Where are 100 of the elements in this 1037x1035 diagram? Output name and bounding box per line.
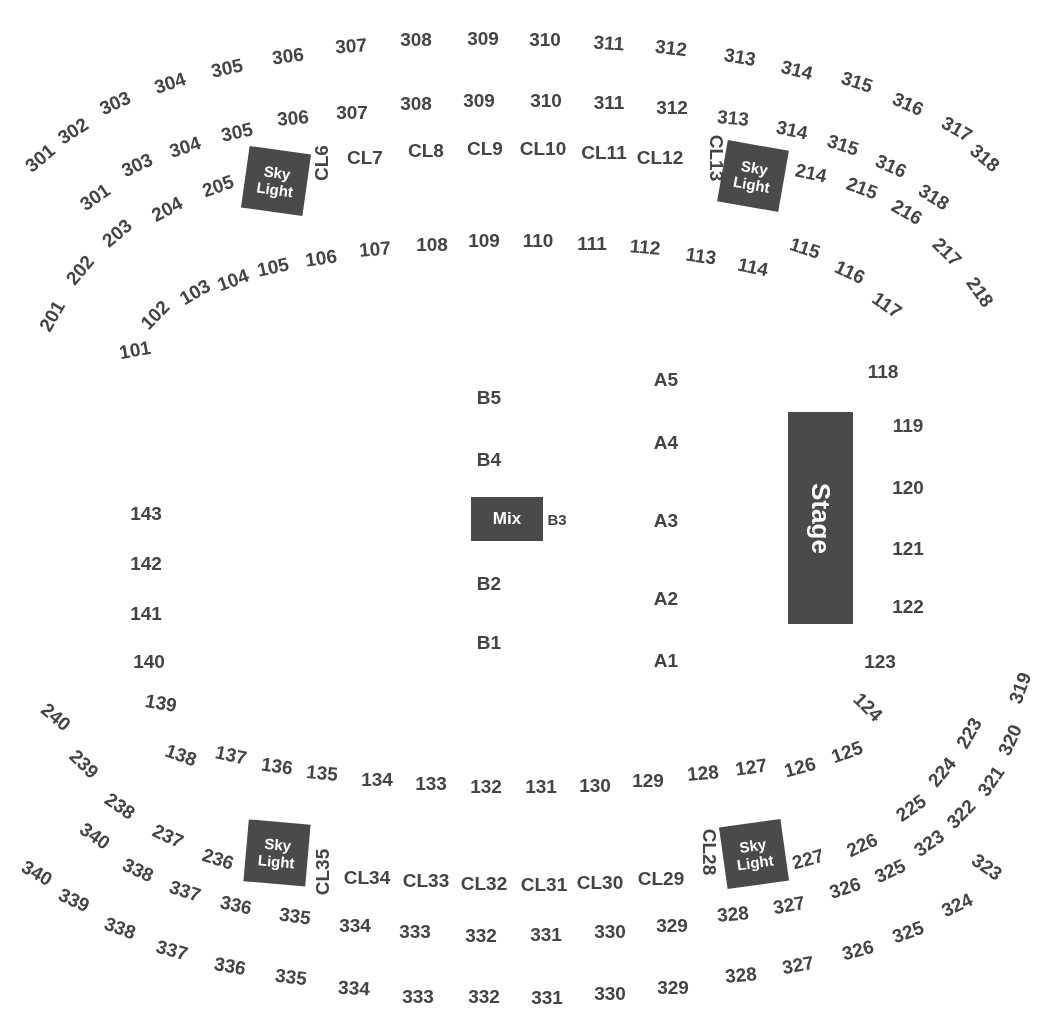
section-number: 312 <box>656 97 688 117</box>
section-number: 131 <box>525 776 557 796</box>
section-number: 115 <box>787 234 823 262</box>
section-number: 135 <box>305 762 339 784</box>
section-number: 304 <box>167 133 203 161</box>
section-number: 202 <box>62 251 98 289</box>
section-number: 104 <box>214 265 252 295</box>
section-number: 307 <box>336 102 368 122</box>
section-number: 309 <box>463 90 495 110</box>
section-number: 111 <box>577 233 607 253</box>
section-number: 326 <box>840 936 876 964</box>
section-number: 340 <box>18 856 56 890</box>
section-number: 314 <box>774 117 810 143</box>
section-number: 325 <box>889 917 927 947</box>
section-number: A5 <box>653 369 679 389</box>
section-number: 338 <box>101 913 139 943</box>
section-number: 139 <box>143 690 179 716</box>
section-number: 136 <box>260 754 294 778</box>
section-number: 301 <box>76 180 114 214</box>
section-number: 329 <box>656 915 688 935</box>
section-number: 333 <box>399 921 431 941</box>
section-number: 109 <box>468 230 500 250</box>
section-number: 114 <box>736 254 770 280</box>
section-number: 305 <box>219 119 255 145</box>
section-number: 324 <box>938 889 976 921</box>
section-number: 305 <box>209 55 245 81</box>
section-number: 310 <box>529 29 561 49</box>
section-number: B4 <box>476 449 502 469</box>
section-number: 337 <box>154 936 190 964</box>
section-number: 122 <box>892 596 924 616</box>
section-number: CL34 <box>343 867 391 887</box>
section-number: 108 <box>416 234 448 254</box>
section-number: B3 <box>547 511 567 527</box>
section-number: 214 <box>793 160 829 186</box>
section-number: 313 <box>716 107 750 129</box>
section-number: 138 <box>162 740 200 770</box>
mix-position-block: Mix <box>471 497 543 541</box>
section-number: 328 <box>716 903 750 925</box>
section-number: 332 <box>468 986 500 1006</box>
section-number: CL33 <box>402 870 450 890</box>
section-number: 332 <box>465 925 497 945</box>
section-number: 308 <box>400 29 432 49</box>
section-number: 316 <box>889 88 927 120</box>
section-number: 311 <box>593 32 625 54</box>
section-number: 330 <box>594 983 626 1003</box>
section-number: 101 <box>117 337 153 363</box>
section-number: CL12 <box>636 147 684 167</box>
section-number: 335 <box>274 965 308 989</box>
section-number: 217 <box>929 234 965 270</box>
section-number: 312 <box>654 36 688 60</box>
section-number: 218 <box>963 273 997 311</box>
section-number: 306 <box>271 44 305 68</box>
section-number: 141 <box>130 603 162 623</box>
section-number: 314 <box>779 56 815 84</box>
section-number: 323 <box>968 850 1006 884</box>
section-number: 223 <box>952 714 986 752</box>
section-number: 118 <box>867 361 899 381</box>
stage-block: Stage <box>788 412 853 624</box>
section-number: A4 <box>653 432 679 452</box>
section-number: CL30 <box>576 872 624 892</box>
section-number: 333 <box>402 986 434 1006</box>
section-number: 133 <box>415 773 447 793</box>
section-number: 142 <box>130 553 162 573</box>
skylight-block: Sky Light <box>719 819 789 889</box>
section-number: 132 <box>470 776 502 796</box>
section-number: 329 <box>657 977 689 997</box>
section-number: 124 <box>850 689 886 725</box>
section-number: 326 <box>827 874 863 902</box>
section-number: 336 <box>218 892 254 918</box>
section-number: 237 <box>149 820 187 852</box>
section-number: 137 <box>213 742 249 768</box>
section-number: 334 <box>339 915 371 935</box>
section-number: A3 <box>653 510 679 530</box>
section-number: 113 <box>684 244 718 268</box>
section-number: CL35 <box>312 848 332 896</box>
section-number: 337 <box>167 877 203 905</box>
section-number: 129 <box>632 770 664 790</box>
section-number: 311 <box>593 92 625 112</box>
section-number: 339 <box>55 884 93 916</box>
section-number: B5 <box>476 387 502 407</box>
section-number: 126 <box>782 753 818 781</box>
section-number: B1 <box>476 632 502 652</box>
section-number: 335 <box>278 904 312 928</box>
section-number: 112 <box>628 236 662 258</box>
section-number: 121 <box>892 538 924 558</box>
section-number: 119 <box>892 415 924 435</box>
section-number: 143 <box>130 503 162 523</box>
section-number: 328 <box>724 964 758 986</box>
section-number: 313 <box>722 44 758 70</box>
section-number: CL31 <box>520 874 568 894</box>
section-number: 308 <box>400 93 432 113</box>
section-number: 303 <box>118 149 156 181</box>
section-number: 116 <box>832 256 868 288</box>
skylight-block: Sky Light <box>243 819 311 887</box>
section-number: CL8 <box>408 140 444 160</box>
section-number: 310 <box>530 90 562 110</box>
section-number: 338 <box>119 854 157 886</box>
section-number: 331 <box>530 924 562 944</box>
section-number: CL28 <box>699 828 719 876</box>
section-number: 320 <box>994 721 1026 759</box>
